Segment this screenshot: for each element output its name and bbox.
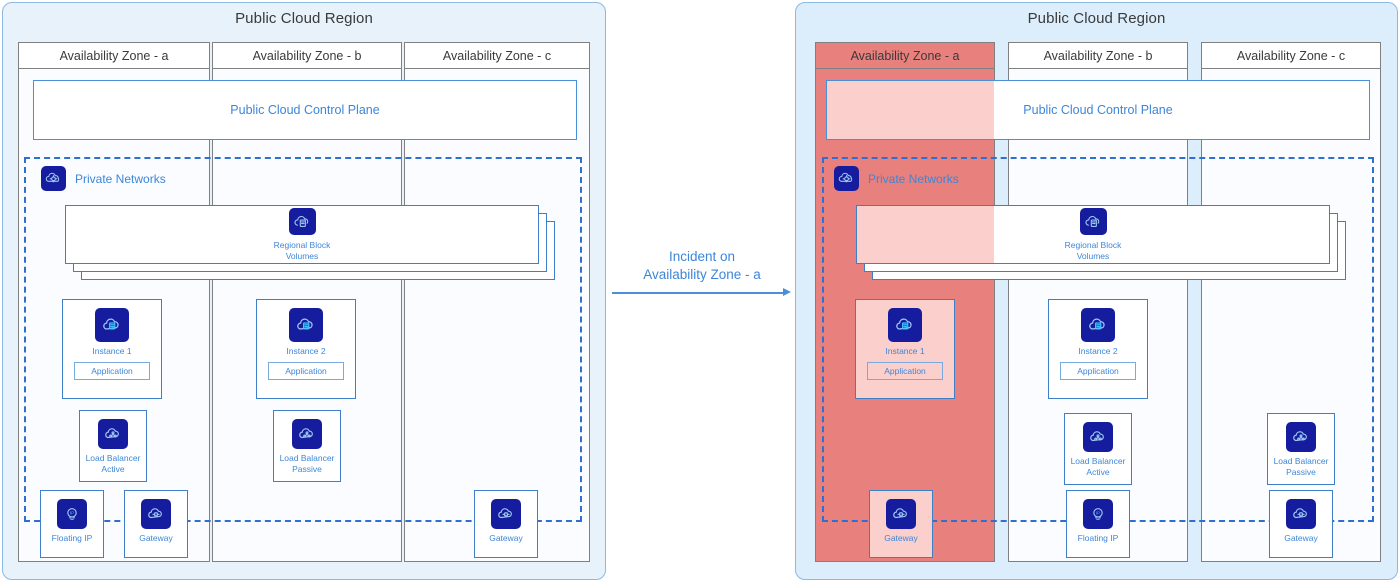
cloud-gateway-icon [886, 499, 916, 529]
node-gateway-c-right[interactable]: Gateway [1269, 490, 1333, 558]
node-caption: Load Balancer Passive [1273, 456, 1329, 478]
control-plane-label: Public Cloud Control Plane [1023, 103, 1173, 117]
node-instance-1-left[interactable]: Instance 1 Application [62, 299, 162, 399]
page-title-right: Public Cloud Region [1027, 10, 1166, 27]
node-load-balancer-active-left[interactable]: Load Balancer Active [79, 410, 147, 482]
zone-header-a-right: Availability Zone - a [816, 43, 994, 69]
zone-header-b-right: Availability Zone - b [1009, 43, 1187, 69]
cloud-instance-icon [1081, 308, 1115, 342]
svg-text:IP: IP [70, 510, 74, 515]
zone-header-c-right: Availability Zone - c [1202, 43, 1380, 69]
node-caption: Gateway [1284, 533, 1318, 543]
node-gateway-a-right[interactable]: Gateway [869, 490, 933, 558]
node-caption: Instance 1 [92, 346, 132, 356]
zone-header-b-left: Availability Zone - b [213, 43, 401, 69]
private-networks-text: Private Networks [868, 171, 959, 186]
cloud-load-balancer-icon [292, 419, 322, 449]
zone-header-c-left: Availability Zone - c [405, 43, 589, 69]
cloud-instance-icon [888, 308, 922, 342]
private-networks-icon [41, 166, 66, 191]
svg-text:IP: IP [1096, 510, 1100, 515]
cloud-load-balancer-icon [98, 419, 128, 449]
private-networks-text: Private Networks [75, 171, 166, 186]
node-instance-1-right[interactable]: Instance 1 Application [855, 299, 955, 399]
node-instance-2-right[interactable]: Instance 2 Application [1048, 299, 1148, 399]
regional-block-volumes-icon [1079, 207, 1107, 235]
node-caption: Instance 2 [286, 346, 326, 356]
floating-ip-icon: IP [57, 499, 87, 529]
node-floating-ip-left[interactable]: IP Floating IP [40, 490, 104, 558]
cloud-gateway-icon [491, 499, 521, 529]
private-networks-label-right: Private Networks [834, 166, 959, 191]
node-caption: Load Balancer Active [1070, 456, 1126, 478]
node-caption: Gateway [489, 533, 523, 543]
node-load-balancer-active-right[interactable]: Load Balancer Active [1064, 413, 1132, 485]
floating-ip-icon: IP [1083, 499, 1113, 529]
node-caption: Instance 2 [1078, 346, 1118, 356]
node-caption: Instance 1 [885, 346, 925, 356]
volume-stack-front: Regional Block Volumes [856, 205, 1330, 264]
cloud-gateway-icon [1286, 499, 1316, 529]
control-plane-left: Public Cloud Control Plane [33, 80, 577, 140]
cloud-instance-icon [95, 308, 129, 342]
cloud-instance-icon [289, 308, 323, 342]
regional-block-volumes-icon [288, 207, 316, 235]
application-box: Application [1060, 362, 1136, 381]
arrow-head-icon [783, 288, 791, 296]
control-plane-label: Public Cloud Control Plane [230, 103, 380, 117]
application-box: Application [74, 362, 150, 381]
private-networks-icon [834, 166, 859, 191]
node-caption: Gateway [139, 533, 173, 543]
node-caption: Floating IP [1077, 533, 1119, 543]
application-box: Application [867, 362, 943, 381]
arrow-shaft [612, 292, 784, 294]
volume-stack-front: Regional Block Volumes [65, 205, 539, 264]
node-floating-ip-right[interactable]: IP Floating IP [1066, 490, 1130, 558]
node-gateway-c-left[interactable]: Gateway [474, 490, 538, 558]
node-instance-2-left[interactable]: Instance 2 Application [256, 299, 356, 399]
node-gateway-a-left[interactable]: Gateway [124, 490, 188, 558]
regional-block-volumes-caption: Regional Block Volumes [1064, 239, 1122, 261]
node-load-balancer-passive-left[interactable]: Load Balancer Passive [273, 410, 341, 482]
cloud-gateway-icon [141, 499, 171, 529]
control-plane-right: Public Cloud Control Plane [826, 80, 1370, 140]
node-caption: Gateway [884, 533, 918, 543]
node-caption: Load Balancer Active [85, 453, 141, 475]
zone-header-a-left: Availability Zone - a [19, 43, 209, 69]
private-networks-label-left: Private Networks [41, 166, 166, 191]
node-caption: Floating IP [51, 533, 93, 543]
cloud-load-balancer-icon [1083, 422, 1113, 452]
regional-block-volumes-right: Regional Block Volumes [856, 205, 1346, 280]
application-box: Application [268, 362, 344, 381]
cloud-load-balancer-icon [1286, 422, 1316, 452]
regional-block-volumes-caption: Regional Block Volumes [273, 239, 331, 261]
node-load-balancer-passive-right[interactable]: Load Balancer Passive [1267, 413, 1335, 485]
page-title-left: Public Cloud Region [235, 10, 373, 27]
regional-block-volumes-left: Regional Block Volumes [65, 205, 555, 280]
transition-arrow-label: Incident on Availability Zone - a [643, 249, 761, 283]
transition-arrow: Incident on Availability Zone - a [612, 248, 792, 298]
node-caption: Load Balancer Passive [279, 453, 335, 475]
